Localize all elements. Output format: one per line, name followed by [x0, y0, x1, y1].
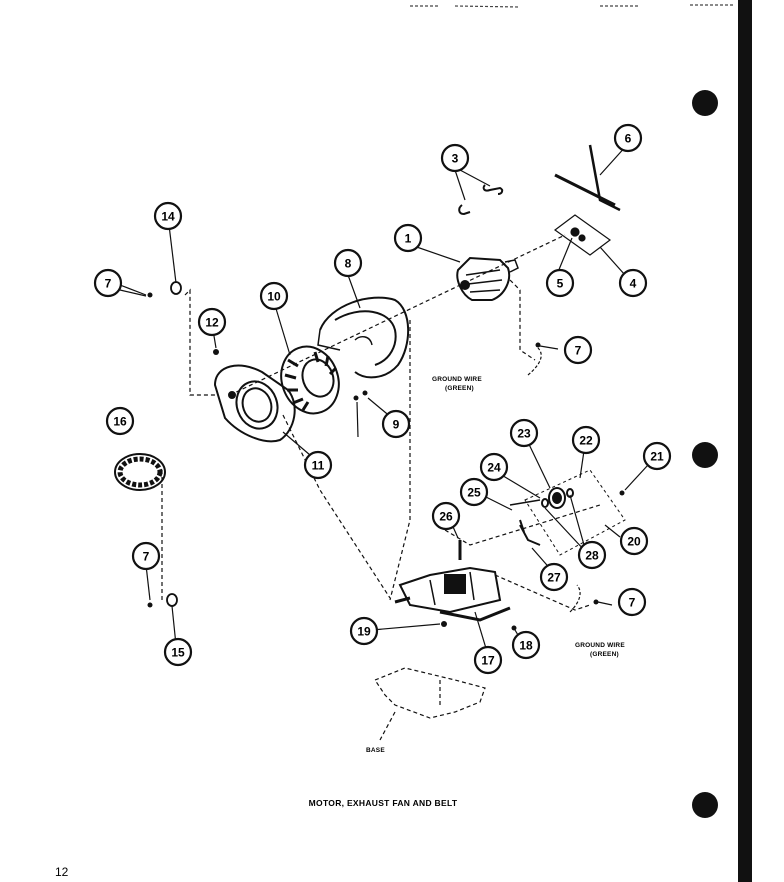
callout-label-11: 11: [312, 459, 325, 473]
callout-label-21: 21: [650, 450, 664, 464]
diagram-title: MOTOR, EXHAUST FAN AND BELT: [309, 798, 458, 808]
top-scan-noise: [410, 4, 735, 8]
callout-label-26: 26: [439, 510, 453, 524]
part-17-ring: [114, 453, 166, 491]
part-4-bracket: [553, 214, 612, 256]
callout-circle-27: [539, 562, 569, 592]
base-label: BASE: [366, 747, 385, 754]
callouts: 1 3 4 5 6 7 7 7 7 8 9 10 11 12 14 15 16 17 18 19 20 21 22 23 24 2…: [93, 123, 672, 675]
binding-edge: [738, 0, 752, 882]
callout-circle-14: [153, 201, 183, 231]
callout-circle-23: [509, 418, 539, 448]
callout-circle-20: [619, 526, 649, 556]
callout-circle-9: [381, 409, 411, 439]
callout-circle-7: [93, 268, 123, 298]
callout-circle-12: [197, 307, 227, 337]
callout-label-16: 16: [113, 415, 127, 429]
part-24-pulley: [509, 469, 626, 556]
base-outline: [374, 667, 486, 741]
callout-label-20: 20: [627, 535, 641, 549]
callout-label-24: 24: [487, 461, 501, 475]
ground-wire-lower: [569, 584, 581, 613]
part-3-clips: [458, 184, 504, 216]
callout-circle-7: [563, 335, 593, 365]
callout-label-23: 23: [517, 427, 531, 441]
callout-circle-22: [571, 425, 601, 455]
callout-label-1: 1: [405, 232, 412, 246]
callout-label-18: 18: [519, 639, 533, 653]
callout-label-27: 27: [547, 571, 561, 585]
ground-wire-upper: [527, 347, 542, 376]
callout-circle-3: [440, 143, 470, 173]
callout-circle-19: [349, 616, 379, 646]
callout-leaders: [119, 144, 649, 656]
callout-circle-4: [618, 268, 648, 298]
callout-label-22: 22: [579, 434, 593, 448]
binder-hole-bottom: [692, 792, 718, 818]
part-28-bracket: [519, 519, 541, 546]
callout-label-19: 19: [357, 625, 371, 639]
callout-circle-7: [617, 587, 647, 617]
ground-wire-lower-line2: (GREEN): [590, 651, 619, 658]
callout-label-28: 28: [585, 549, 599, 563]
callout-label-14: 14: [161, 210, 175, 224]
callout-label-6: 6: [625, 132, 632, 146]
callout-circle-15: [163, 637, 193, 667]
part-8-fan-housing: [317, 296, 410, 379]
callout-circle-16: [105, 406, 135, 436]
ground-wire-lower-line1: GROUND WIRE: [575, 642, 625, 649]
part-12-shroud: [213, 364, 296, 443]
ground-wire-upper-line2: (GREEN): [445, 385, 474, 392]
callout-label-17: 17: [481, 654, 495, 668]
callout-label-15: 15: [171, 646, 185, 660]
callout-label-5: 5: [557, 277, 564, 291]
callout-circle-24: [479, 452, 509, 482]
fasteners: [147, 292, 625, 631]
ground-wire-upper-line1: GROUND WIRE: [432, 376, 482, 383]
callout-label-7: 7: [575, 344, 582, 358]
part-16-grommet: [166, 593, 178, 607]
callout-label-7: 7: [143, 550, 150, 564]
callout-label-12: 12: [205, 316, 219, 330]
callout-circle-5: [545, 268, 575, 298]
callout-label-7: 7: [105, 277, 112, 291]
part-15-grommet: [170, 281, 182, 295]
part-1-motor: [456, 256, 519, 301]
page-number: 12: [55, 865, 69, 879]
callout-circle-7: [131, 541, 161, 571]
part-18-mount: [394, 566, 511, 622]
callout-label-3: 3: [452, 152, 459, 166]
binder-hole-top: [692, 90, 718, 116]
callout-circle-26: [431, 501, 461, 531]
binder-hole-middle: [692, 442, 718, 468]
callout-circle-6: [613, 123, 643, 153]
callout-circle-17: [473, 645, 503, 675]
callout-circle-10: [259, 281, 289, 311]
part-11-fan-wheel: [280, 345, 340, 415]
callout-circle-1: [393, 223, 423, 253]
callout-label-25: 25: [467, 486, 481, 500]
callout-label-7: 7: [629, 596, 636, 610]
callout-circle-18: [511, 630, 541, 660]
callout-circle-8: [333, 248, 363, 278]
callout-label-4: 4: [630, 277, 637, 291]
part-6-belt: [554, 144, 621, 212]
callout-circle-21: [642, 441, 672, 471]
assembly-lines: [161, 234, 601, 705]
callout-circle-11: [303, 450, 333, 480]
callout-label-9: 9: [393, 418, 400, 432]
callout-circle-28: [577, 540, 607, 570]
callout-circle-25: [459, 477, 489, 507]
callout-label-8: 8: [345, 257, 352, 271]
callout-label-10: 10: [267, 290, 281, 304]
